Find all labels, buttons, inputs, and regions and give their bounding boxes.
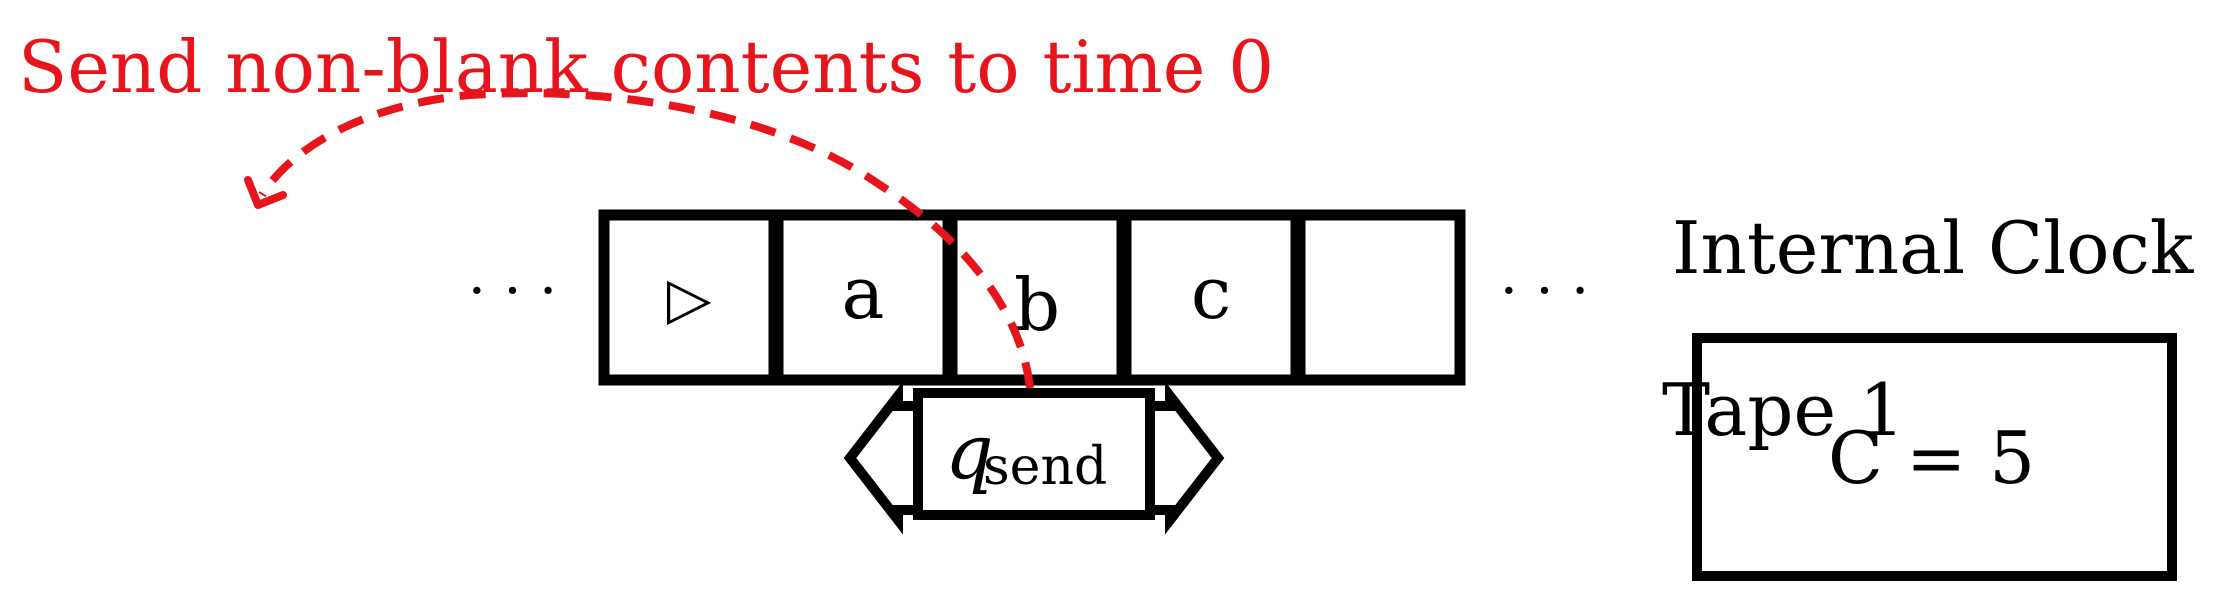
tape-left-ellipsis: · · · <box>468 259 557 324</box>
tape-cell-symbol-b: b <box>1014 263 1060 347</box>
tape-right-ellipsis: · · · <box>1500 259 1589 324</box>
tape-cell <box>1294 209 1466 386</box>
clock-box <box>1692 333 2177 581</box>
annotation-text: Send non-blank contents to time 0 <box>18 25 1274 109</box>
tape-cell-symbol-a: a <box>842 251 885 335</box>
tape-cell-symbol-c: c <box>1191 251 1231 335</box>
clock-value: C = 5 <box>1828 416 2035 500</box>
tape <box>598 209 1466 386</box>
send-to-time-zero-arrow <box>258 89 1034 389</box>
tape-label: Tape 1 <box>1662 368 1905 452</box>
head-state-subscript: send <box>983 437 1107 497</box>
arrowhead-icon <box>244 176 287 209</box>
tape-head-arrow-icon <box>843 381 1225 535</box>
head-state-symbol: q <box>945 407 994 496</box>
clock-title: Internal Clock <box>1672 206 2195 290</box>
tape-cell-symbol-start: ▷ <box>667 264 712 332</box>
tape-head-dividers <box>913 406 1155 510</box>
